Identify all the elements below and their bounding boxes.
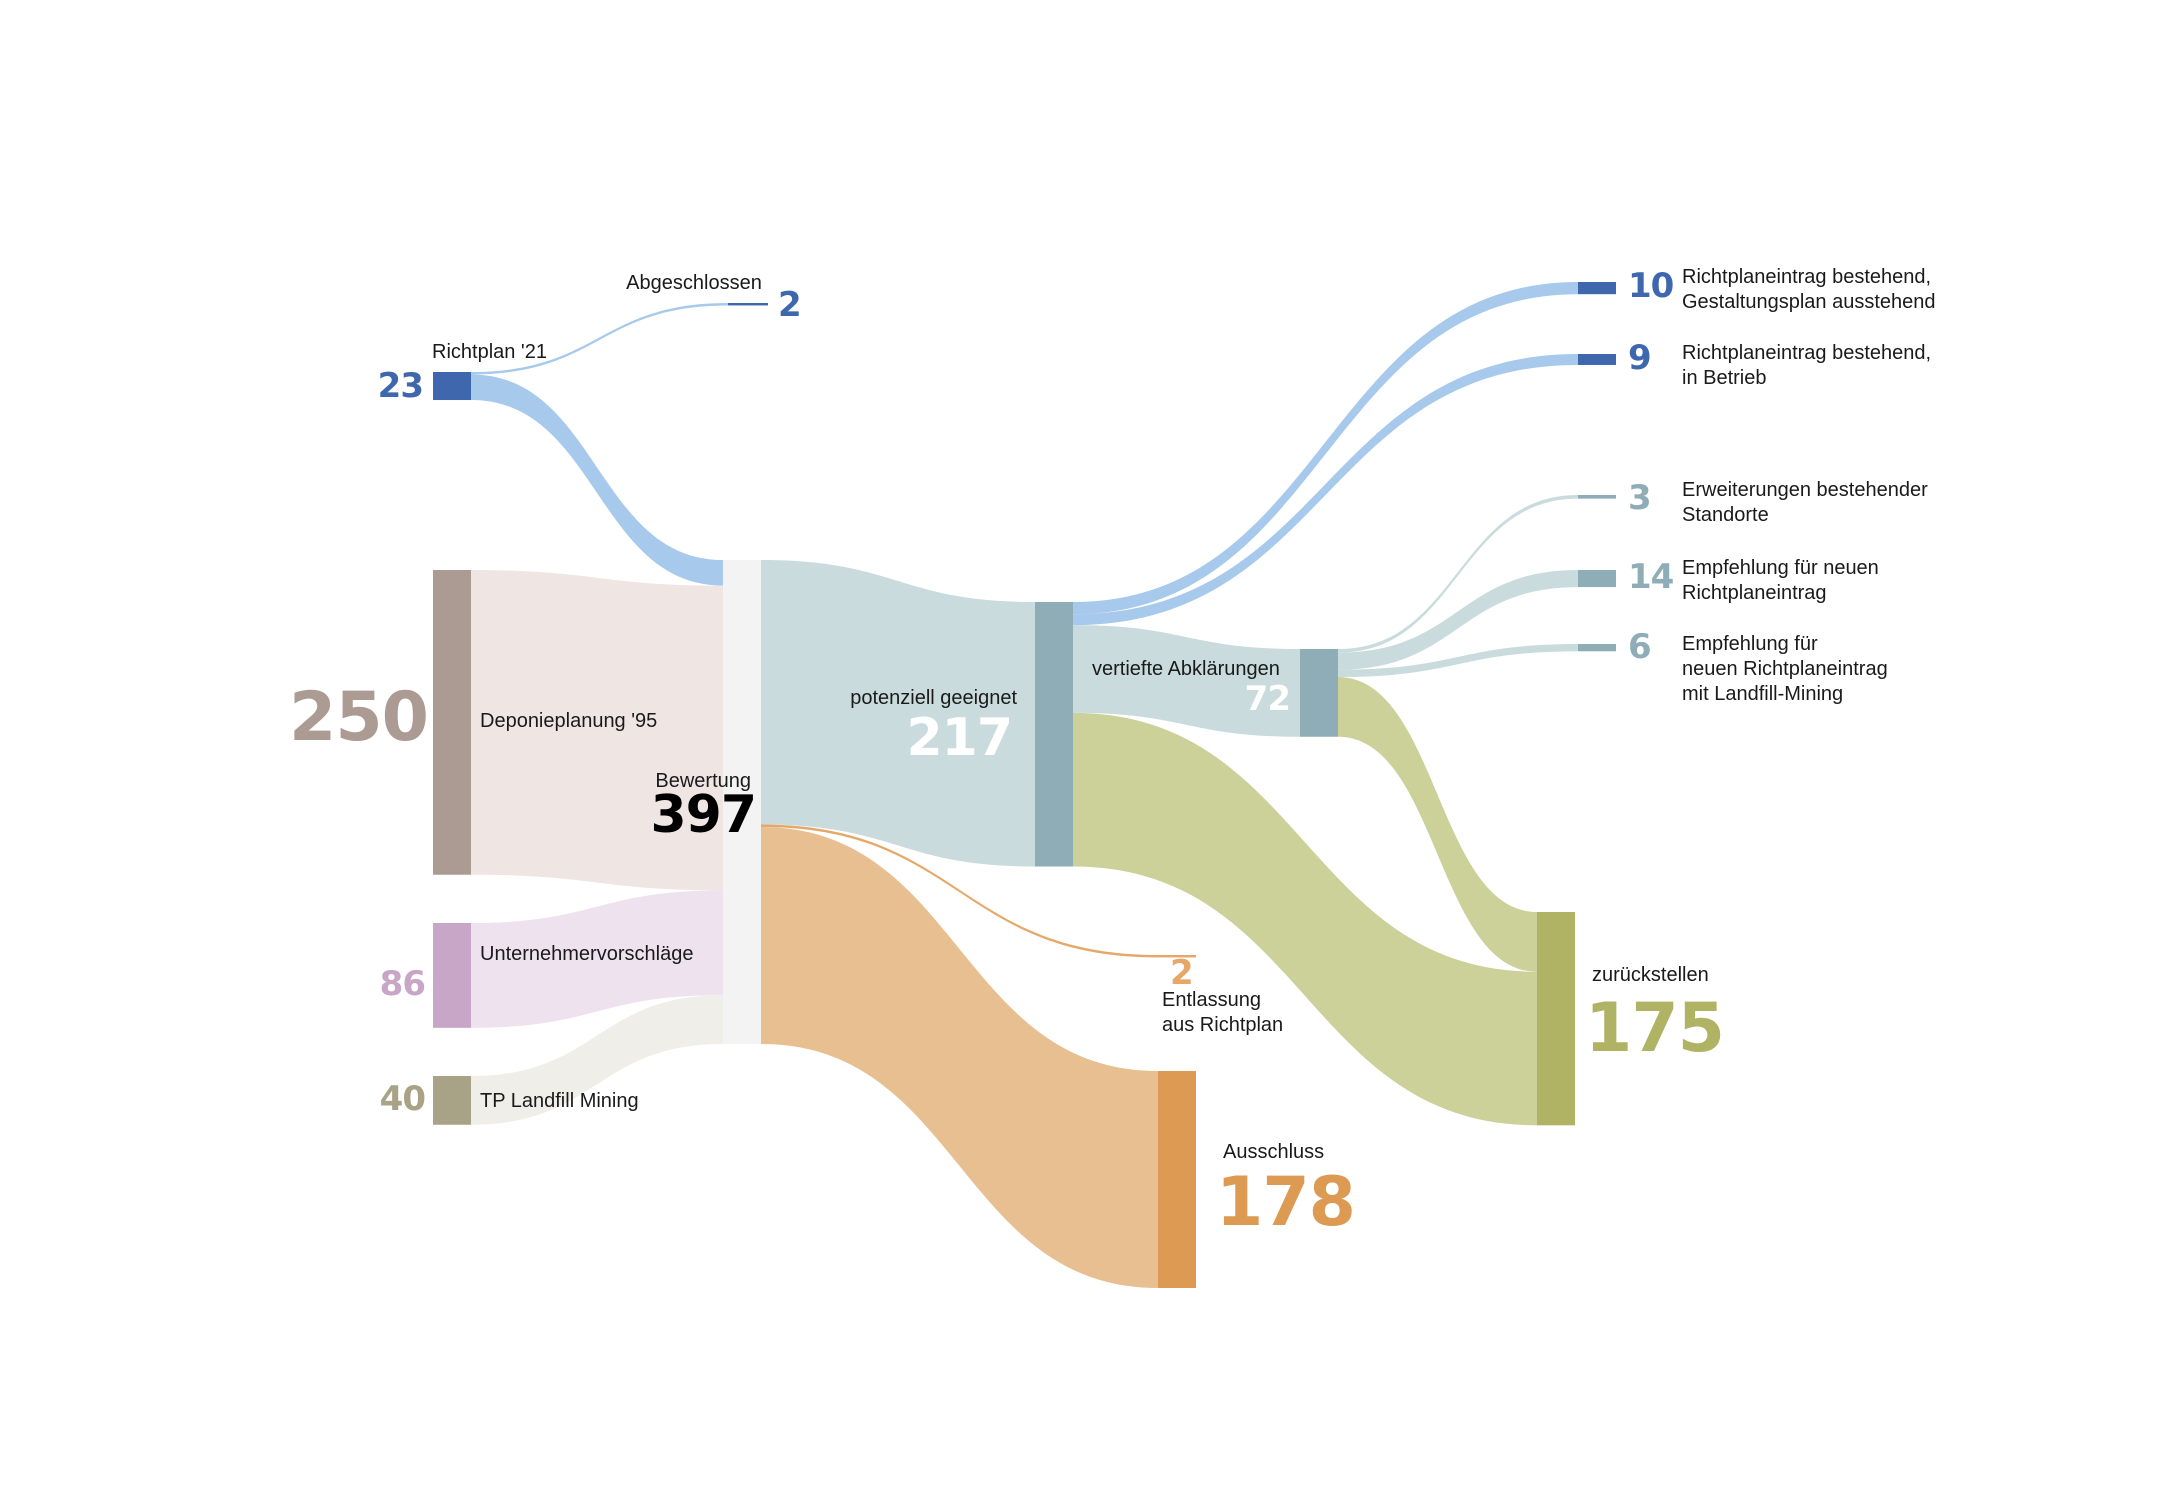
node-bar-rp_gestaltung [1578, 282, 1616, 295]
node-value-abgeschlossen: 2 [778, 285, 801, 325]
node-bar-ausschluss [1158, 1071, 1196, 1288]
flow-vertiefte-to-empf_neu [1338, 570, 1578, 670]
flow-geeignet-to-vertiefte [1073, 625, 1300, 737]
node-bar-zurueck [1537, 912, 1575, 1126]
node-value-landfill: 40 [380, 1079, 426, 1119]
flow-bewertung-to-entlassung [761, 824, 1158, 958]
node-label-bewertung: Bewertung [655, 770, 751, 792]
node-value-deponie95: 250 [289, 678, 428, 757]
node-bar-vertiefte [1300, 649, 1338, 737]
node-value-richtplan21: 23 [378, 366, 423, 406]
flow-vertiefte-to-empf_landfill [1338, 644, 1578, 678]
sankey-nodes [433, 282, 1616, 1288]
node-value-ausschluss: 178 [1216, 1163, 1355, 1242]
node-bar-unternehmer [433, 923, 471, 1028]
node-label-ausschluss: Ausschluss [1223, 1141, 1324, 1163]
node-bar-rp_betrieb [1578, 354, 1616, 365]
flow-deponie95-to-bewertung [471, 570, 723, 891]
node-value-unternehmer: 86 [380, 964, 425, 1004]
node-label-rp_betrieb: Richtplaneintrag bestehend,in Betrieb [1682, 342, 1931, 389]
flow-vertiefte-to-zurueck [1338, 677, 1537, 972]
node-bar-abgeschlossen [728, 303, 768, 306]
node-label-zurueck: zurückstellen [1592, 964, 1709, 986]
sankey-links [471, 282, 1578, 1288]
node-value-zurueck: 175 [1585, 989, 1724, 1068]
flow-geeignet-to-rp_betrieb [1073, 354, 1578, 626]
node-label-geeignet: potenziell geeignet [850, 687, 1017, 709]
node-value-empf_landfill: 6 [1628, 627, 1651, 667]
node-value-geeignet: 217 [906, 708, 1012, 768]
node-label-abgeschlossen: Abgeschlossen [626, 272, 762, 294]
node-value-rp_gestaltung: 10 [1628, 266, 1674, 306]
node-label-deponie95: Deponieplanung '95 [480, 710, 657, 732]
flow-richtplan21-to-abgeschlossen [471, 303, 728, 375]
node-value-empf_neu: 14 [1628, 557, 1674, 597]
node-value-rp_betrieb: 9 [1628, 338, 1651, 378]
node-label-rp_gestaltung: Richtplaneintrag bestehend,Gestaltungspl… [1682, 266, 1936, 313]
flow-geeignet-to-rp_gestaltung [1073, 282, 1578, 615]
node-bar-richtplan21 [433, 372, 471, 401]
flow-bewertung-to-ausschluss [761, 826, 1158, 1288]
node-value-entlassung: 2 [1170, 953, 1193, 993]
node-bar-landfill [433, 1076, 471, 1125]
node-bar-deponie95 [433, 570, 471, 875]
flow-bewertung-to-geeignet [761, 560, 1035, 867]
node-bar-entlassung [1158, 955, 1196, 958]
node-label-landfill: TP Landfill Mining [480, 1090, 639, 1112]
node-bar-erweiterungen [1578, 495, 1616, 499]
flow-geeignet-to-zurueck [1073, 712, 1537, 1126]
flow-richtplan21-to-bewertung [471, 374, 723, 586]
node-value-erweiterungen: 3 [1628, 478, 1651, 518]
node-bar-empf_neu [1578, 570, 1616, 588]
flow-unternehmer-to-bewertung [471, 890, 723, 1028]
node-label-vertiefte: vertiefte Abklärungen [1092, 658, 1280, 680]
node-bar-empf_landfill [1578, 644, 1616, 652]
node-bar-bewertung [723, 560, 761, 1044]
sankey-labels: Richtplan '2123Abgeschlossen2Deponieplan… [289, 266, 1935, 1242]
node-value-vertiefte: 72 [1245, 679, 1290, 719]
node-label-richtplan21: Richtplan '21 [432, 341, 547, 363]
node-bar-geeignet [1035, 602, 1073, 867]
flow-vertiefte-to-erweiterungen [1338, 495, 1578, 653]
flow-landfill-to-bewertung [471, 995, 723, 1125]
node-label-unternehmer: Unternehmervorschläge [480, 943, 693, 965]
node-value-bewertung: 397 [650, 785, 756, 845]
